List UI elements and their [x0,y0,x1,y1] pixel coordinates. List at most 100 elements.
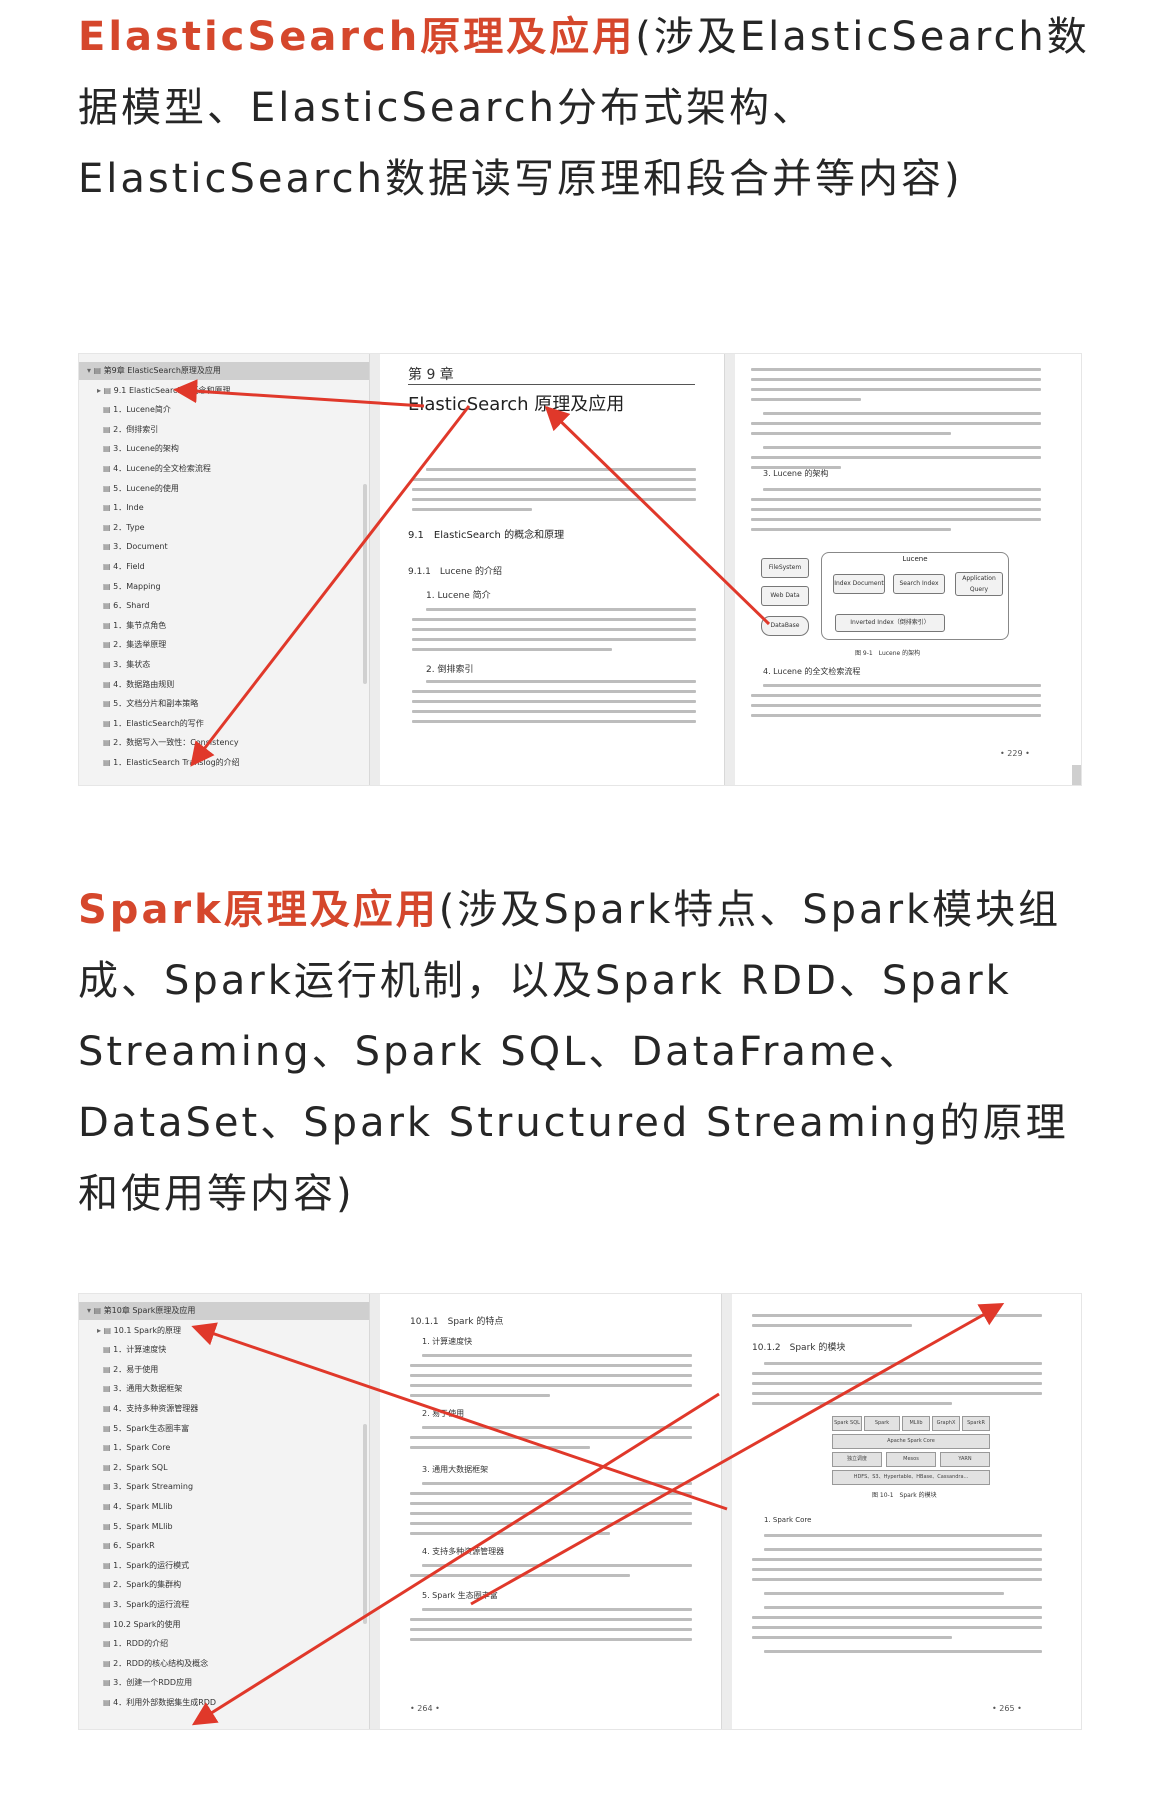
item-lucene-intro: 1. Lucene 简介 [426,591,491,601]
toc-item[interactable]: ▤ 4．Field [79,558,369,576]
annotation-arrows [173,379,771,767]
toc-item[interactable]: ▤ 4．支持多种资源管理器 [79,1400,369,1418]
bookmark-icon: ▤ [103,405,114,415]
annotation-arrows [191,1303,1005,1726]
toc-item[interactable]: ▤ 3．Document [79,538,369,556]
toc-item[interactable]: ▾ ▤ 第10章 Spark原理及应用 [79,1302,369,1320]
toc-item[interactable]: ▤ 2．RDD的核心结构及概念 [79,1655,369,1673]
node-web-data: Web Data [761,586,809,606]
bookmark-icon: ▤ [103,542,114,552]
bookmark-icon: ▤ [103,444,114,454]
toc-item[interactable]: ▤ 2．数据写入一致性：Consistency [79,734,369,752]
toc-item[interactable]: ▤ 1．集节点角色 [79,617,369,635]
page-number: • 229 • [1000,749,1030,758]
toc-item[interactable]: ▤ 1．Inde [79,499,369,517]
toc-item[interactable]: ▤ 1．RDD的介绍 [79,1635,369,1653]
figure-caption: 图 10-1 Spark 的模块 [872,1492,937,1499]
toc-item[interactable]: ▤ 1．Spark的运行模式 [79,1557,369,1575]
toc-item[interactable]: ▤ 2．Spark SQL [79,1459,369,1477]
page-number-left: • 264 • [410,1704,440,1713]
bookmark-icon: ▤ [103,1384,114,1394]
page-left: 10.1.1 Spark 的特点 1. 计算速度快 2. 易于使用 3. 通用大… [369,1294,722,1729]
screenshot-spark-chapter: ▾ ▤ 第10章 Spark原理及应用▸ ▤ 10.1 Spark的原理▤ 1．… [78,1293,1082,1730]
toc-item-label: 2．集选举原理 [113,640,167,650]
bookmark-icon: ▤ [103,699,114,709]
toc-item-label: 2．Spark的集群构 [113,1580,182,1590]
page-right: 3. Lucene 的架构 Lucene FileSystem Web Data… [724,354,1081,785]
bookmark-icon: ▤ [103,1580,114,1590]
bookmark-icon: ▤ [103,679,114,689]
toc-item[interactable]: ▤ 2．易于使用 [79,1361,369,1379]
bookmark-icon: ▸ ▤ [97,1325,114,1335]
toc-item[interactable]: ▸ ▤ 9.1 ElasticSearch的概念和原理 [79,382,369,400]
bookmark-icon: ▤ [103,1560,114,1570]
toc-scrollbar[interactable] [363,484,367,684]
section-2-highlight: Spark原理及应用 [78,887,439,933]
chapter-number: 第 9 章 [408,367,454,383]
bookmark-icon: ▤ [103,718,114,728]
toc-item-label: 4．Lucene的全文检索流程 [113,464,211,473]
toc-item-label: 6．SparkR [113,1541,155,1551]
section-9-1-heading: 9.1 ElasticSearch 的概念和原理 [408,530,565,541]
bookmark-icon: ▤ [103,1443,114,1453]
item-resource-managers: 4. 支持多种资源管理器 [422,1547,505,1556]
toc-item[interactable]: ▤ 4．利用外部数据集生成RDD [79,1694,369,1712]
toc-item[interactable]: ▤ 4．Lucene的全文检索流程 [79,460,369,478]
bookmark-icon: ▤ [103,1619,114,1629]
toc-item[interactable]: ▤ 1．Spark Core [79,1439,369,1457]
diagram-title: Lucene [902,555,928,563]
toc-item[interactable]: ▤ 4．Spark MLlib [79,1498,369,1516]
toc-item[interactable]: ▤ 2．Type [79,519,369,537]
toc-item-label: 3．Spark的运行流程 [113,1600,190,1609]
bookmark-icon: ▤ [103,601,114,611]
toc-item[interactable]: ▤ 3．Spark Streaming [79,1478,369,1496]
toc-item-label: 1．集节点角色 [113,620,167,630]
toc-item[interactable]: ▤ 2．倒排索引 [79,421,369,439]
toc-item[interactable]: ▤ 10.2 Spark的使用 [79,1616,369,1634]
page-right: 10.1.2 Spark 的模块 Spark SQL Spark Streami… [721,1294,1081,1729]
toc-item[interactable]: ▤ 3．通用大数据框架 [79,1380,369,1398]
toc-item-label: 2．Type [113,522,145,532]
bookmark-icon: ▤ [103,1600,114,1609]
bookmark-icon: ▤ [103,1698,114,1707]
toc-item-label: 1．Spark Core [113,1443,171,1453]
toc-item-label: 4．Spark MLlib [113,1502,173,1511]
toc-item[interactable]: ▤ 1．ElasticSearch Translog的介绍 [79,754,369,772]
figure-caption: 图 9-1 Lucene 的架构 [855,650,921,657]
toc-item[interactable]: ▤ 3．创建一个RDD应用 [79,1674,369,1692]
bookmark-icon: ▸ ▤ [97,385,114,395]
toc-item[interactable]: ▤ 2．集选举原理 [79,636,369,654]
bookmark-icon: ▤ [103,1502,114,1511]
module-mllib: MLlib [902,1416,930,1431]
toc-item[interactable]: ▤ 5．文档分片和副本策略 [79,695,369,713]
toc-item-label: 2．倒排索引 [113,424,159,434]
bookmark-icon: ▤ [103,503,114,513]
toc-item[interactable]: ▤ 1．Lucene简介 [79,401,369,419]
bookmark-icon: ▤ [103,1482,114,1492]
section-1-text: (涉及ElasticSearch数据模型、ElasticSearch分布式架构、… [78,14,1090,202]
toc-item-label: 3．创建一个RDD应用 [113,1678,193,1688]
toc-item[interactable]: ▤ 1．计算速度快 [79,1341,369,1359]
toc-scrollbar[interactable] [363,1424,367,1624]
toc-item[interactable]: ▤ 5．Lucene的使用 [79,480,369,498]
toc-item[interactable]: ▤ 2．Spark的集群构 [79,1576,369,1594]
toc-item[interactable]: ▤ 5．Spark MLlib [79,1518,369,1536]
bookmark-icon: ▤ [103,660,114,669]
toc-item[interactable]: ▤ 6．SparkR [79,1537,369,1555]
toc-item[interactable]: ▾ ▤ 第9章 ElasticSearch原理及应用 [79,362,369,380]
bookmark-icon: ▤ [103,620,114,630]
item-fulltext-search-flow: 4. Lucene 的全文检索流程 [763,667,861,676]
toc-item-label: 1．Inde [113,503,144,513]
toc-item[interactable]: ▤ 4．数据路由规则 [79,676,369,694]
toc-item[interactable]: ▤ 3．集状态 [79,656,369,674]
toc-item[interactable]: ▸ ▤ 10.1 Spark的原理 [79,1322,369,1340]
toc-item[interactable]: ▤ 3．Spark的运行流程 [79,1596,369,1614]
toc-item[interactable]: ▤ 5．Mapping [79,578,369,596]
toc-item[interactable]: ▤ 3．Lucene的架构 [79,440,369,458]
item-speed: 1. 计算速度快 [422,1337,473,1346]
toc-item[interactable]: ▤ 5．Spark生态圈丰富 [79,1420,369,1438]
module-standalone: 独立调度 [832,1452,882,1467]
toc-item[interactable]: ▤ 1．ElasticSearch的写作 [79,715,369,733]
toc-item-label: 6．Shard [113,601,150,611]
toc-item[interactable]: ▤ 6．Shard [79,597,369,615]
